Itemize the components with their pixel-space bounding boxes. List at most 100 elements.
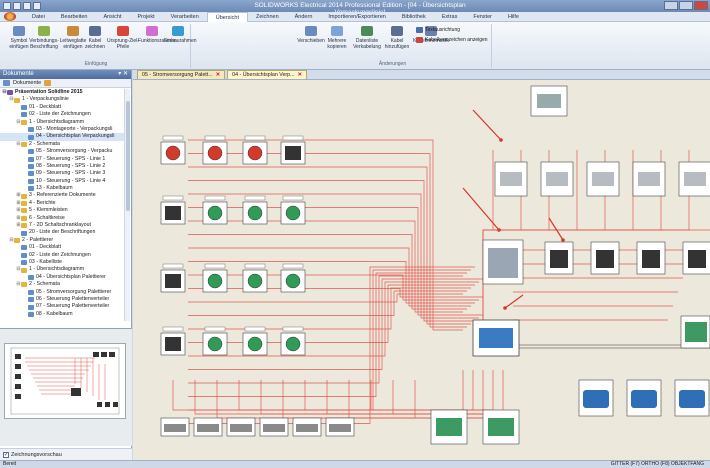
arrow-line bbox=[472, 109, 502, 141]
tree-item[interactable]: ⊟2 - Schemata bbox=[0, 281, 124, 288]
tree-item[interactable]: 20 - Liste der Beschriftungen bbox=[0, 229, 124, 236]
preview-checkbox[interactable]: ✓ bbox=[3, 451, 9, 458]
menu-tab[interactable]: Bibliothek bbox=[401, 13, 426, 20]
drawing-canvas[interactable] bbox=[133, 80, 710, 460]
tree-item[interactable]: 01 - Deckblatt bbox=[0, 244, 124, 251]
tree-item[interactable]: 08 - Steuerung - SPS - Linie 2 bbox=[0, 163, 124, 170]
expand-toggle-icon[interactable]: ⊞ bbox=[16, 214, 21, 221]
tree-item[interactable]: ⊟2 - Palettierer bbox=[0, 237, 124, 244]
add-cable-button[interactable]: Kabel hinzufügen bbox=[382, 26, 412, 50]
menu-tab[interactable]: Hilfe bbox=[507, 13, 519, 20]
undo-icon[interactable] bbox=[33, 2, 41, 10]
tree-item[interactable]: ⊟2 - Schemata bbox=[0, 141, 124, 148]
menu-tab[interactable]: Bearbeiten bbox=[60, 13, 88, 20]
cable-tray-button[interactable]: Leitweglatte einfügen bbox=[58, 26, 88, 50]
tree-item[interactable]: ⊟1 - Übersichtsdiagramm bbox=[0, 266, 124, 273]
device-tag bbox=[204, 195, 226, 201]
save-icon[interactable] bbox=[23, 2, 31, 10]
tree-item[interactable]: ⊞5 - Klemmleisten bbox=[0, 207, 124, 214]
panel-header: Dokumente▾ ✕ bbox=[0, 70, 131, 79]
tree-item[interactable]: 07 - Steuerung - SPS - Linie 1 bbox=[0, 156, 124, 163]
tree-item[interactable]: 03 - Montageorte - Verpackungsli bbox=[0, 126, 124, 133]
tree-item[interactable]: 04 - Übersichtsplan Palettierer bbox=[0, 274, 124, 281]
expand-toggle-icon[interactable]: ⊟ bbox=[16, 118, 21, 125]
close-tab-icon[interactable]: ✕ bbox=[215, 71, 221, 78]
toolbar-label[interactable]: Dokumente bbox=[13, 80, 42, 86]
tree-item[interactable]: 07 - Steuerung Palettenverteiler bbox=[0, 303, 124, 310]
menu-tab[interactable]: Ansicht bbox=[103, 13, 122, 20]
show-cable-labels-button[interactable]: Kabelkennzeichen anzeigen bbox=[416, 37, 488, 43]
page-icon bbox=[28, 304, 34, 310]
tree-item[interactable]: 02 - Liste der Zeichnungen bbox=[0, 252, 124, 259]
page-icon bbox=[21, 260, 27, 266]
menu-tab[interactable]: Ändern bbox=[294, 13, 313, 20]
menu-tab[interactable]: Zeichnen bbox=[256, 13, 279, 20]
tree-item[interactable]: 04 - Übersichtsplan Verpackungsli bbox=[0, 133, 124, 141]
tree-item[interactable]: ⊞3 - Referenzierte Dokumente bbox=[0, 192, 124, 199]
green-pushbutton-button bbox=[285, 336, 301, 352]
menu-tab[interactable]: Extras bbox=[441, 13, 458, 20]
tree-item[interactable]: 03 - Kabelliste bbox=[0, 259, 124, 266]
tree-item[interactable]: 05 - Stromversorgung Palettierer bbox=[0, 289, 124, 296]
menu-tab[interactable]: Datei bbox=[32, 13, 45, 20]
origin-target-arrows-button[interactable]: Ursprung-Ziel-Pfeile bbox=[106, 26, 140, 50]
tree-item[interactable]: ⊞4 - Berichte bbox=[0, 200, 124, 207]
close-tab-icon[interactable]: ✕ bbox=[297, 71, 302, 78]
tree-item[interactable]: ⊞7 - 2D Schaltschranklayout bbox=[0, 222, 124, 229]
app-logo-icon[interactable] bbox=[4, 12, 16, 21]
expand-toggle-icon[interactable]: ⊟ bbox=[9, 236, 14, 243]
menu-tab[interactable]: Verarbeiten bbox=[170, 13, 199, 20]
tree-item[interactable]: 08 - Kabelbaum bbox=[0, 311, 124, 318]
tree-item[interactable]: 10 - Steuerung - SPS - Linie 4 bbox=[0, 178, 124, 185]
expand-toggle-icon[interactable]: ⊟ bbox=[2, 89, 7, 95]
multiple-copy-button[interactable]: Mehrere kopieren bbox=[322, 26, 352, 50]
wiring-datasheet-button[interactable]: Datenliste Verkabelung bbox=[350, 26, 384, 50]
tree-item[interactable]: 05 - Stromversorgung - Verpacku bbox=[0, 148, 124, 155]
new-icon[interactable] bbox=[3, 2, 11, 10]
menu-tab[interactable]: Übersicht bbox=[206, 11, 248, 22]
quick-access-toolbar bbox=[0, 2, 41, 10]
symbol-insert-button[interactable]: Symbol einfügen bbox=[4, 26, 34, 50]
minimize-button[interactable] bbox=[664, 1, 678, 10]
expand-toggle-icon[interactable]: ⊞ bbox=[16, 192, 21, 199]
expand-toggle-icon[interactable]: ⊞ bbox=[16, 222, 21, 229]
expand-toggle-icon[interactable]: ⊟ bbox=[16, 140, 21, 147]
expand-toggle-icon[interactable]: ⊟ bbox=[16, 281, 21, 288]
menu-tab[interactable]: Importieren/Exportieren bbox=[328, 13, 386, 20]
tree-item[interactable]: ⊟1 - Übersichtsdiagramm bbox=[0, 119, 124, 126]
tree-item[interactable]: 01 - Deckblatt bbox=[0, 104, 124, 111]
menu-tab[interactable]: Fenster bbox=[473, 13, 492, 20]
tree-item[interactable]: 02 - Liste der Zeichnungen bbox=[0, 111, 124, 118]
menu-tab[interactable]: Projekt bbox=[137, 13, 155, 20]
expand-toggle-icon[interactable]: ⊞ bbox=[16, 207, 21, 214]
tree-item[interactable]: ⊞ 6 - Schaltkreise bbox=[0, 215, 124, 222]
tab-stromversorgung[interactable]: 05 - Stromversorgung Palett...✕ bbox=[137, 70, 226, 79]
expand-toggle-icon[interactable]: ⊟ bbox=[9, 96, 14, 103]
refresh-icon[interactable] bbox=[44, 80, 52, 86]
location-frame-button[interactable]: Einbaurahmen bbox=[164, 26, 197, 44]
tree-item[interactable]: 13 - Kabelbaum bbox=[0, 185, 124, 192]
wire-label-button[interactable]: Verbindungs-Beschriftung bbox=[28, 26, 60, 50]
scrollbar-thumb[interactable] bbox=[126, 101, 130, 211]
close-button[interactable] bbox=[694, 1, 708, 10]
motor-body bbox=[631, 390, 657, 408]
draw-cable-button[interactable]: Kabel zeichnen bbox=[82, 26, 108, 50]
tree-item[interactable]: 06 - Steuerung Palettenverteiler bbox=[0, 296, 124, 303]
move-button[interactable]: Verschieben bbox=[296, 26, 326, 44]
tree-item[interactable]: 09 - Steuerung - SPS - Linie 3 bbox=[0, 170, 124, 177]
preview-toggle[interactable]: ✓Zeichnungsvorschau bbox=[0, 448, 132, 460]
tree-item[interactable]: ⊟Präsentation Solidline 2015 bbox=[0, 89, 124, 96]
function-frame-button[interactable]: Funktionsrahmen bbox=[138, 26, 177, 44]
tree-scrollbar[interactable] bbox=[124, 89, 130, 321]
text-alignment-button[interactable]: Textausrichtung bbox=[416, 27, 460, 33]
expand-toggle-icon[interactable]: ⊞ bbox=[16, 199, 21, 206]
maximize-button[interactable] bbox=[679, 1, 693, 10]
expand-toggle-icon[interactable]: ⊟ bbox=[16, 266, 21, 273]
tab-uebersichtsplan[interactable]: 04 - Übersichtsplan Verp...✕ bbox=[227, 70, 307, 79]
status-modes[interactable]: GITTER (F7) ORTHO (F8) OBJEKTFANG bbox=[610, 461, 704, 467]
cable-mnemonic-button[interactable]: Kabelmnemonik bbox=[412, 26, 450, 44]
tree-item-label: 6 - Schaltkreise bbox=[29, 214, 65, 221]
open-icon[interactable] bbox=[13, 2, 21, 10]
pin-icon[interactable]: ▾ ✕ bbox=[118, 71, 128, 77]
tree-item[interactable]: ⊟1 - Verpackungslinie bbox=[0, 96, 124, 103]
